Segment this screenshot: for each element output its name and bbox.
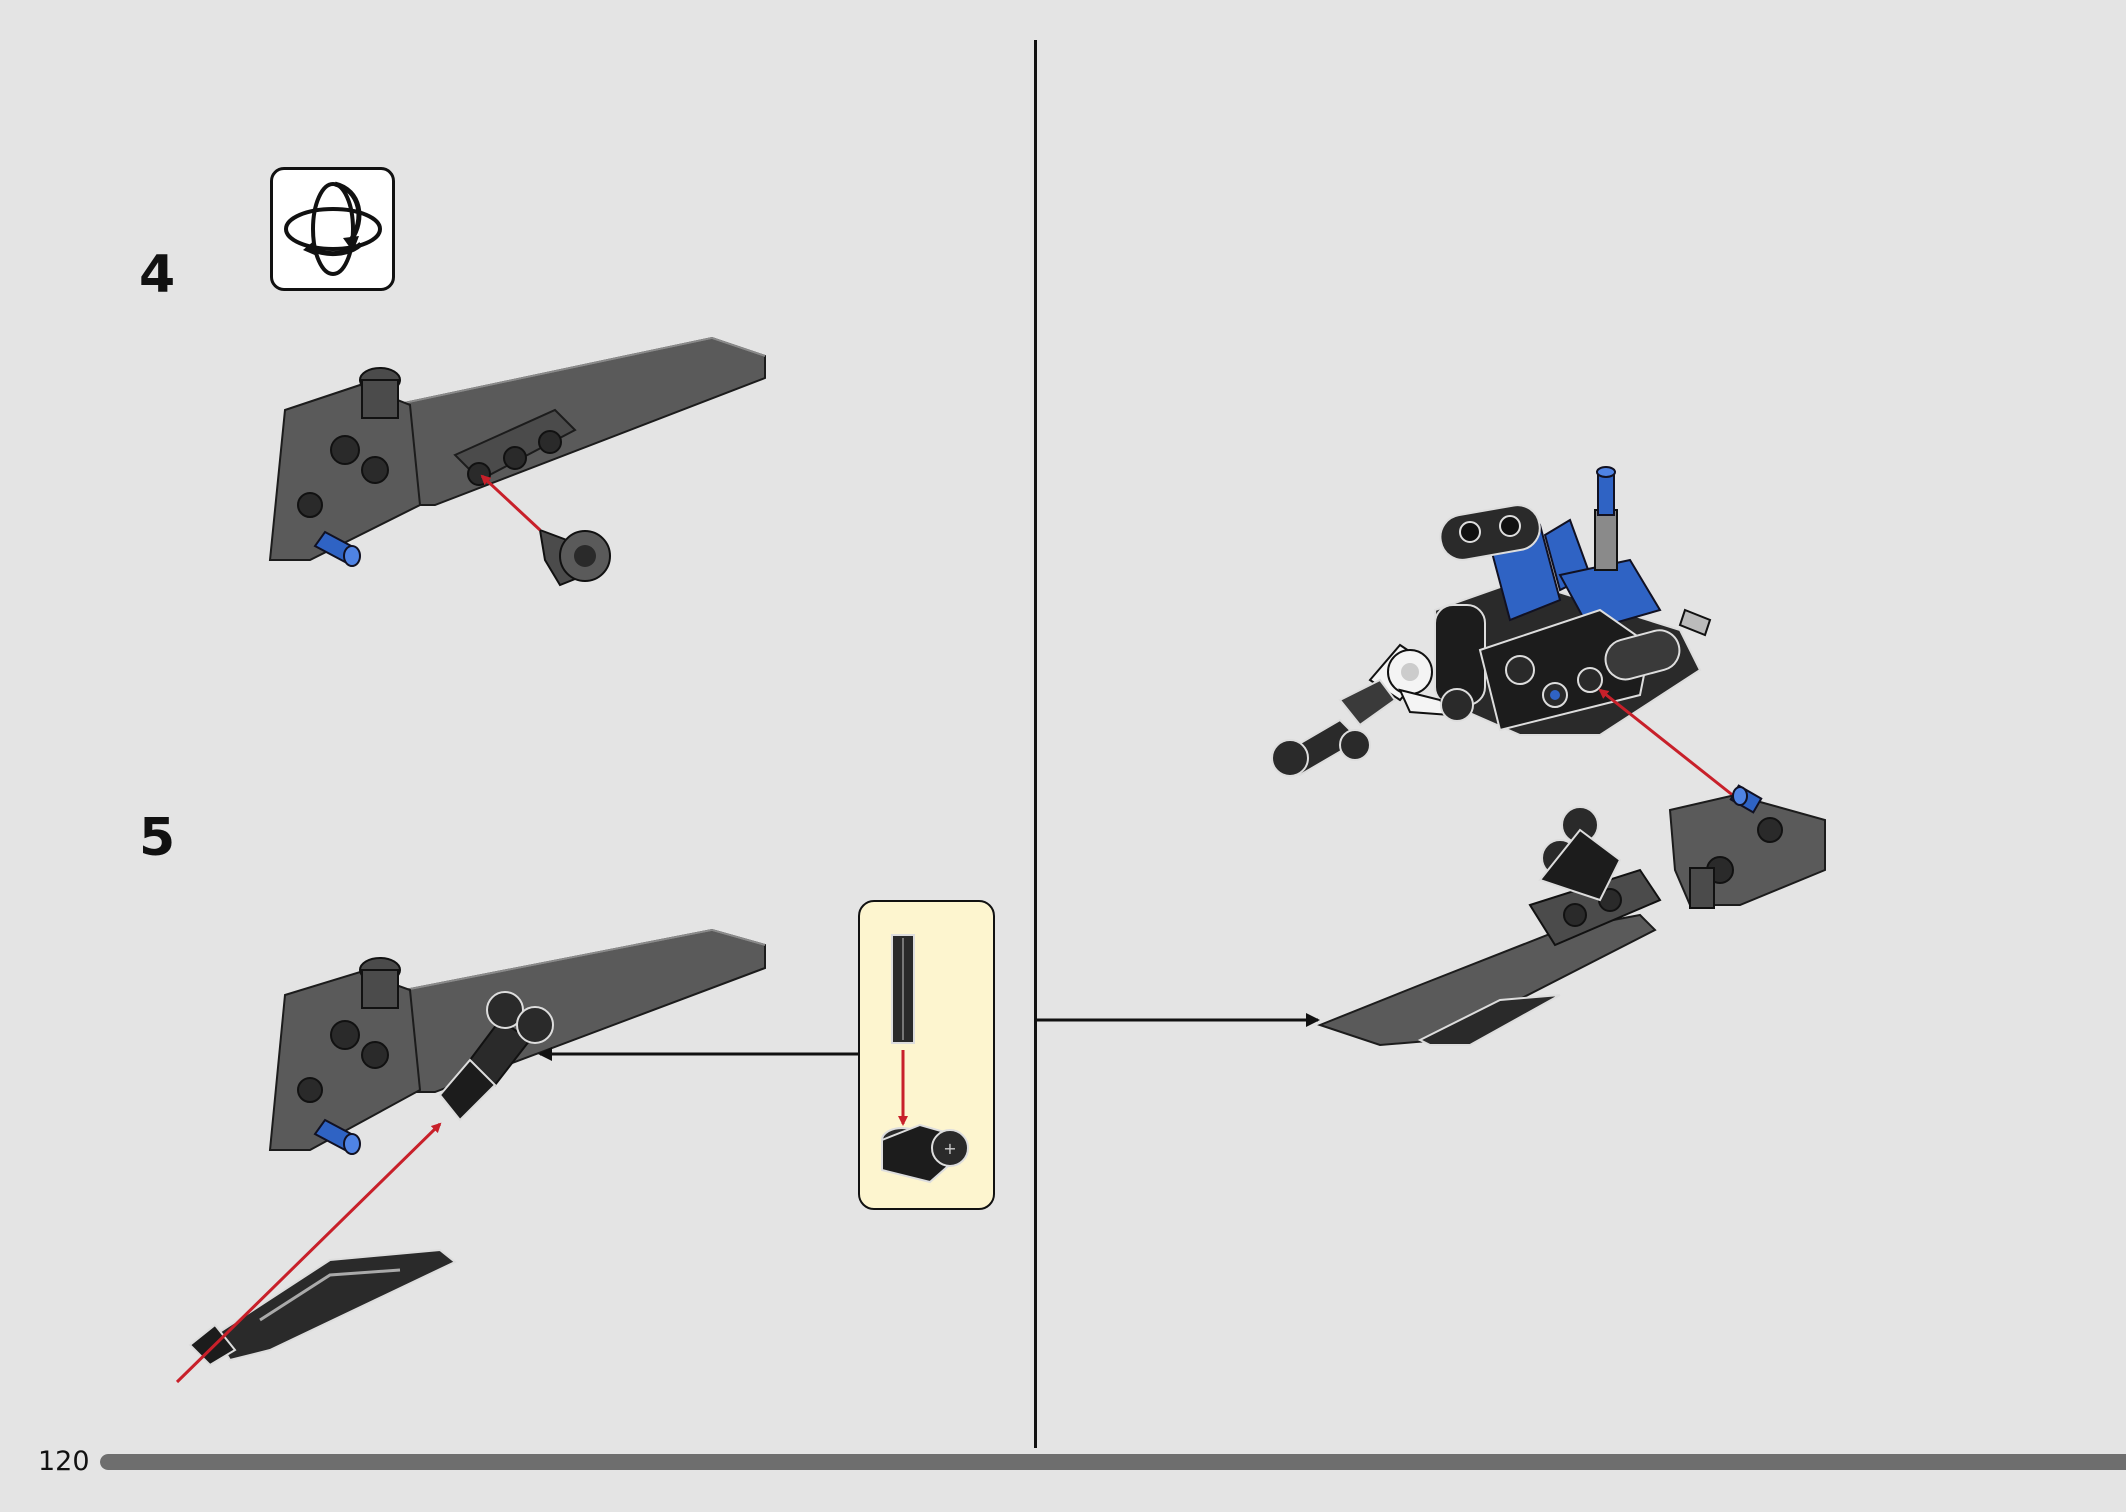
main-model-assembly — [1271, 466, 1736, 799]
wing-sub-assembly — [1317, 784, 1826, 1047]
page-number: 120 — [38, 1446, 90, 1477]
step4-assembly-arrow — [480, 474, 542, 532]
page-divider — [1034, 40, 1037, 1448]
step5-wing-assembly — [175, 928, 858, 1384]
step-number-5: 5 — [139, 808, 176, 868]
progress-bar — [100, 1454, 2126, 1470]
step4-wing-assembly — [268, 336, 766, 587]
svg-text:+: + — [943, 1139, 956, 1158]
rotate-arrows-icon — [284, 181, 382, 276]
callout-parts: + — [881, 934, 969, 1184]
step5-assembly-arrow — [175, 1122, 442, 1384]
step-number-4: 4 — [139, 245, 176, 305]
final-assembly-arrow — [1598, 688, 1736, 799]
progress-bar-fill — [100, 1454, 2126, 1470]
rotate-model-icon — [270, 167, 395, 291]
